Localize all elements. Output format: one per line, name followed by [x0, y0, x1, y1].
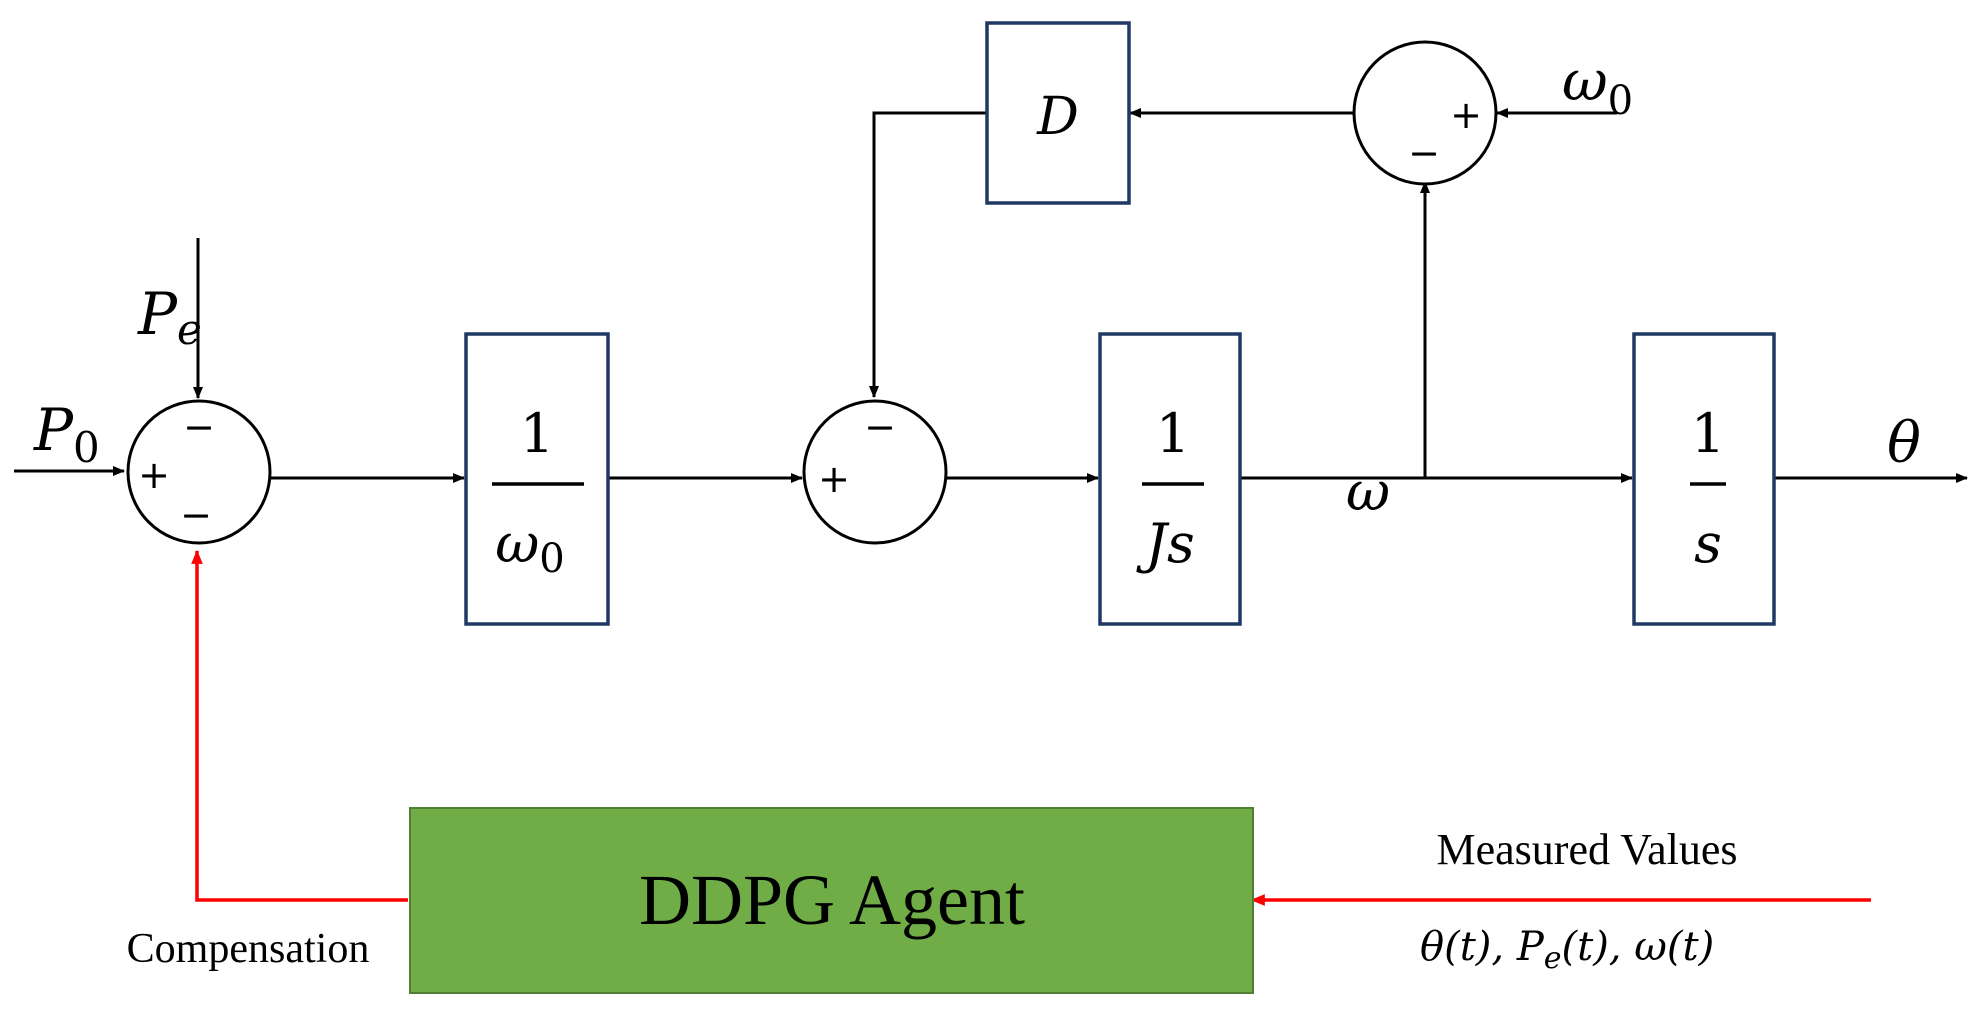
compensation-label: Compensation: [127, 926, 370, 972]
measured-values-expression: θ(t), Pe(t), ω(t): [1420, 924, 1714, 976]
summing-junction-2: − +: [802, 399, 948, 545]
agent-label: DDPG Agent: [639, 860, 1025, 940]
sum2-left-sign: +: [818, 457, 850, 501]
gain-denominator: ω0: [495, 512, 565, 582]
integrator-denominator: s: [1694, 512, 1722, 575]
p0-label: P0: [33, 396, 100, 472]
summing-junction-3: + −: [1352, 40, 1498, 186]
gain-block-1-over-omega0: 1 ω0: [464, 332, 610, 626]
summing-junction-1: − + −: [126, 399, 272, 545]
omega-label: ω: [1346, 460, 1390, 523]
damping-block-d: D: [985, 21, 1131, 205]
damping-label: D: [1036, 87, 1079, 147]
pe-label: Pe: [137, 280, 202, 354]
integrator-block-1-over-s: 1 s: [1632, 332, 1776, 626]
measured-values-label: Measured Values: [1437, 825, 1738, 874]
sum1-bottom-sign: −: [180, 493, 212, 537]
sum3-bottom-sign: −: [1408, 131, 1440, 175]
agent-box: [409, 807, 1254, 994]
ddpg-agent-block: DDPG Agent: [409, 807, 1254, 994]
theta-label: θ: [1887, 411, 1921, 476]
compensation-arrow: [191, 549, 408, 902]
sum1-left-sign: +: [138, 453, 170, 497]
inertia-numerator: 1: [1156, 402, 1190, 465]
sum2-top-sign: −: [864, 405, 896, 449]
damping-feedback-arrow: [869, 111, 986, 398]
inertia-denominator: Js: [1135, 512, 1194, 575]
integrator-numerator: 1: [1691, 402, 1725, 465]
sum3-right-sign: +: [1450, 93, 1482, 137]
sum1-top-sign: −: [183, 405, 215, 449]
omega0-label: ω0: [1562, 49, 1633, 124]
inertia-block-1-over-js: 1 Js: [1098, 332, 1242, 626]
gain-numerator: 1: [520, 402, 554, 465]
